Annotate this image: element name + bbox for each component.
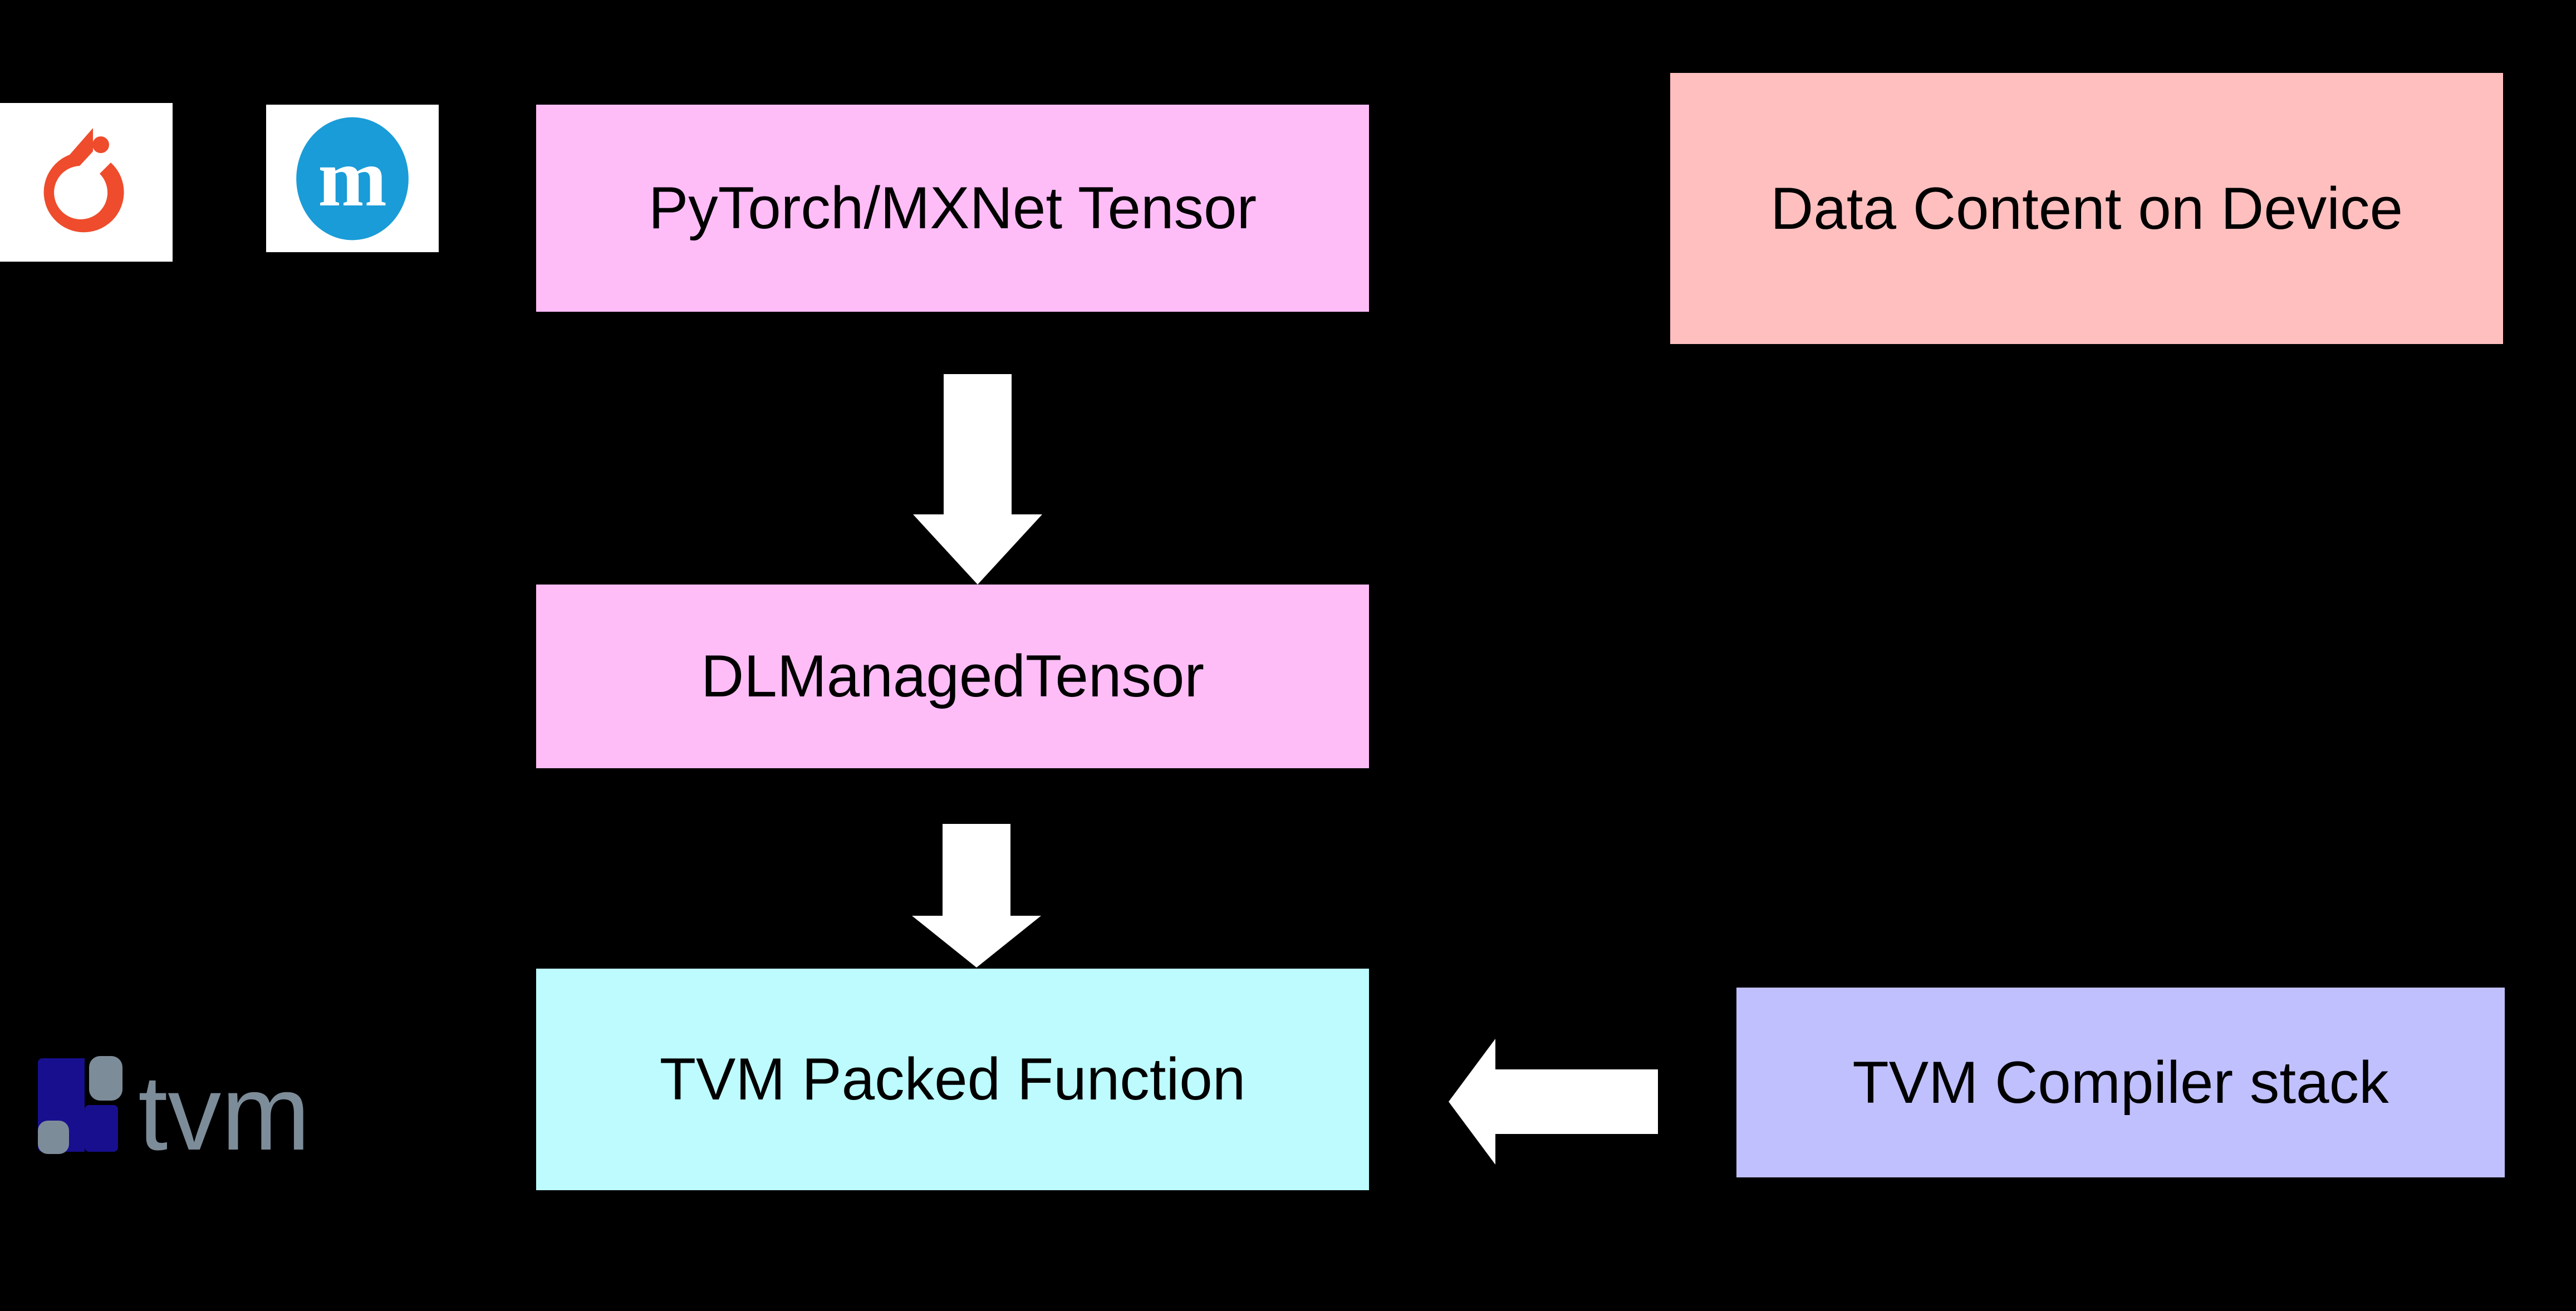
tvm-logo: tvm [22, 1038, 401, 1172]
svg-text:m: m [318, 132, 387, 224]
box-label-tvm-packed-function: TVM Packed Function [659, 1045, 1246, 1113]
box-dlmanagedtensor[interactable]: DLManagedTensor [536, 585, 1369, 768]
mxnet-logo-plate: m [266, 105, 439, 252]
arrow-dlmanagedtensor-to-packed-function-icon [912, 824, 1041, 968]
box-data-content-on-device[interactable]: Data Content on Device [1670, 73, 2503, 344]
box-label-tvm-compiler-stack: TVM Compiler stack [1852, 1048, 2389, 1116]
tvm-logo-icon: tvm [38, 1053, 310, 1172]
pytorch-logo-plate [0, 103, 173, 262]
arrow-compiler-stack-to-packed-function-icon [1449, 1039, 1658, 1165]
tvm-wordmark: tvm [138, 1053, 310, 1172]
mxnet-logo-icon: m [296, 117, 409, 240]
box-label-pytorch-mxnet-tensor: PyTorch/MXNet Tensor [648, 174, 1257, 242]
box-label-data-content-on-device: Data Content on Device [1770, 174, 2403, 242]
box-label-dlmanagedtensor: DLManagedTensor [700, 642, 1205, 710]
box-tvm-compiler-stack[interactable]: TVM Compiler stack [1736, 988, 2505, 1177]
box-tvm-packed-function[interactable]: TVM Packed Function [536, 969, 1369, 1190]
box-pytorch-mxnet-tensor[interactable]: PyTorch/MXNet Tensor [536, 105, 1369, 312]
arrow-tensor-to-dlmanagedtensor-icon [913, 374, 1042, 585]
pytorch-logo-icon [43, 127, 124, 232]
